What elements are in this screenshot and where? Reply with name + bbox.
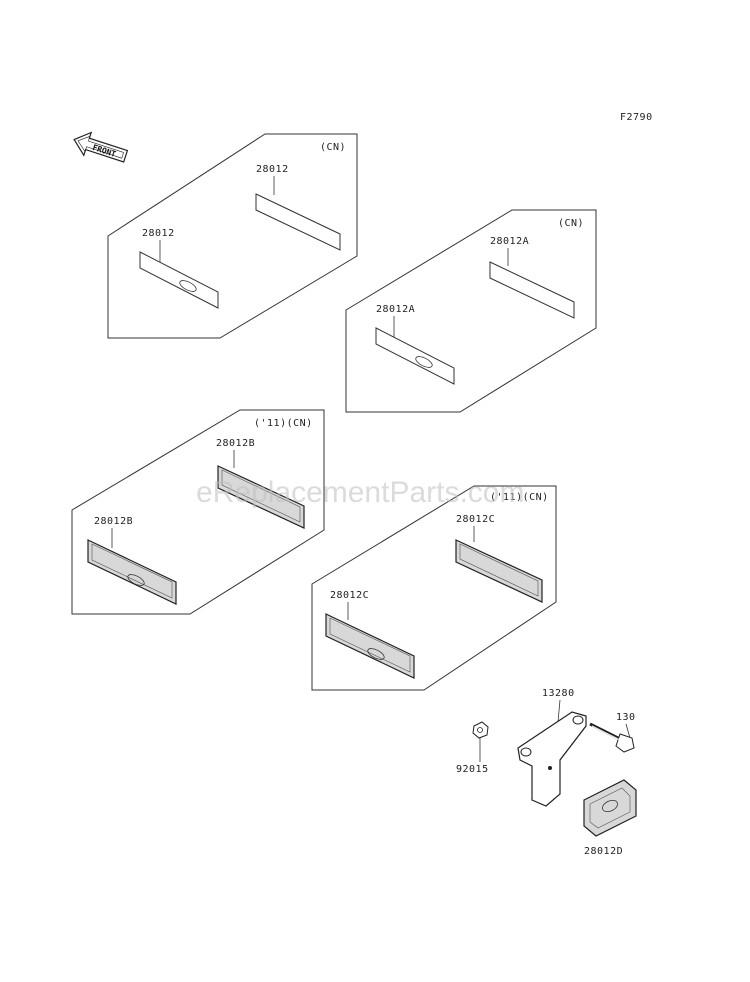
kawasaki-logo-icon: [127, 574, 145, 586]
group-28012B: ('11)(CN) 28012B 28012B: [71, 409, 325, 615]
figure-code: F2790: [620, 112, 653, 123]
front-label: FRONT: [91, 143, 117, 159]
reflector-sticker-28012A-upper: [489, 261, 575, 319]
group-28012A: (CN) 28012A 28012A: [345, 209, 597, 413]
label-28012C-upper: 28012C: [456, 514, 495, 525]
reflector-28012C-lower: [325, 613, 415, 679]
group-28012A-condition: (CN): [558, 218, 584, 229]
front-arrow-icon: FRONT: [73, 131, 129, 163]
reflector-sticker-28012-lower: [139, 251, 219, 309]
bracket-assembly: 13280 130 92015 28012D: [456, 688, 637, 857]
group-28012: (CN) 28012 28012: [107, 133, 358, 339]
group-28012C-condition: ('11)(CN): [490, 492, 549, 503]
label-28012C-lower: 28012C: [330, 590, 369, 601]
label-28012-lower: 28012: [142, 228, 175, 239]
kawasaki-logo-icon: [602, 799, 618, 813]
reflector-sticker-28012A-lower: [375, 327, 455, 385]
label-28012-upper: 28012: [256, 164, 289, 175]
label-28012B-lower: 28012B: [94, 516, 133, 527]
group-28012C: ('11)(CN) 28012C 28012C: [311, 485, 557, 691]
nut-92015: [472, 721, 489, 739]
label-28012B-upper: 28012B: [216, 438, 255, 449]
label-13280: 13280: [542, 688, 575, 699]
label-28012D: 28012D: [584, 846, 623, 857]
label-130: 130: [616, 712, 636, 723]
reflector-28012B-upper: [217, 465, 305, 529]
kawasaki-logo-icon: [415, 356, 433, 368]
watermark: eReplacementParts.com: [196, 476, 524, 509]
label-92015: 92015: [456, 764, 489, 775]
group-28012B-condition: ('11)(CN): [254, 418, 313, 429]
label-28012A-lower: 28012A: [376, 304, 415, 315]
bracket-13280: [517, 711, 587, 807]
reflector-28012D: [583, 779, 637, 837]
reflector-28012C-upper: [455, 539, 543, 603]
kawasaki-logo-icon: [367, 648, 385, 660]
kawasaki-logo-icon: [179, 280, 197, 292]
reflector-28012B-lower: [87, 539, 177, 605]
reflector-sticker-28012-upper: [255, 193, 341, 251]
bolt-130: [589, 722, 635, 753]
group-28012-condition: (CN): [320, 142, 346, 153]
label-28012A-upper: 28012A: [490, 236, 529, 247]
